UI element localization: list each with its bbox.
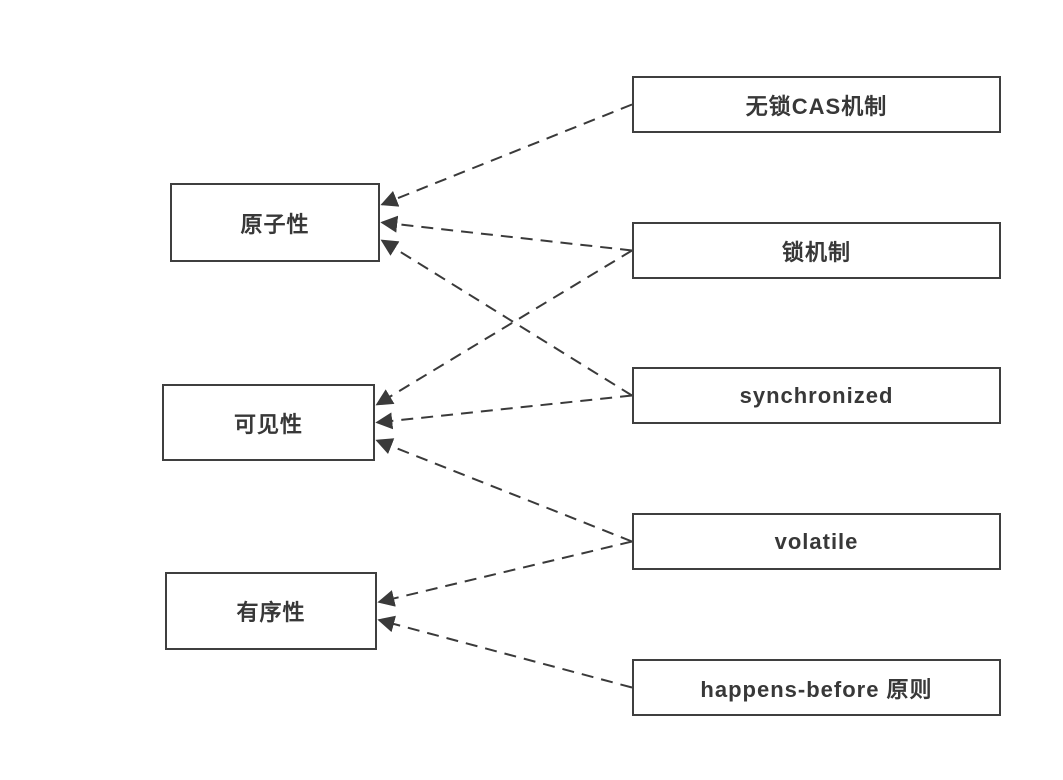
node-synchronized: synchronized <box>632 367 1001 424</box>
node-visibility: 可见性 <box>162 384 375 461</box>
node-lock-free-cas: 无锁CAS机制 <box>632 76 1001 133</box>
dashed-arrow-connectors <box>375 103 633 689</box>
node-visibility-label: 可见性 <box>233 411 303 437</box>
edge-cas-to-atomicity <box>380 103 633 207</box>
edge-synchronized-to-visibility <box>375 394 633 430</box>
edge-lock-to-visibility <box>375 249 633 406</box>
node-happens-before-rule-label: happens-before 原则 <box>700 676 933 702</box>
edge-happens_before-to-ordering <box>377 615 633 689</box>
node-atomicity: 原子性 <box>170 183 380 262</box>
node-synchronized-label: synchronized <box>739 382 894 408</box>
node-lock-free-cas-label: 无锁CAS机制 <box>745 93 888 119</box>
node-atomicity-label: 原子性 <box>240 211 310 237</box>
node-happens-before-rule: happens-before 原则 <box>632 659 1001 716</box>
node-lock-mechanism-label: 锁机制 <box>781 239 851 265</box>
node-ordering: 有序性 <box>165 572 377 650</box>
node-lock-mechanism: 锁机制 <box>632 222 1001 279</box>
edge-volatile-to-ordering <box>377 540 633 607</box>
edge-synchronized-to-atomicity <box>380 239 633 397</box>
node-volatile-label: volatile <box>774 528 859 554</box>
edge-lock-to-atomicity <box>380 215 633 252</box>
node-volatile: volatile <box>632 513 1001 570</box>
edge-volatile-to-visibility <box>375 438 633 543</box>
node-ordering-label: 有序性 <box>236 600 306 625</box>
